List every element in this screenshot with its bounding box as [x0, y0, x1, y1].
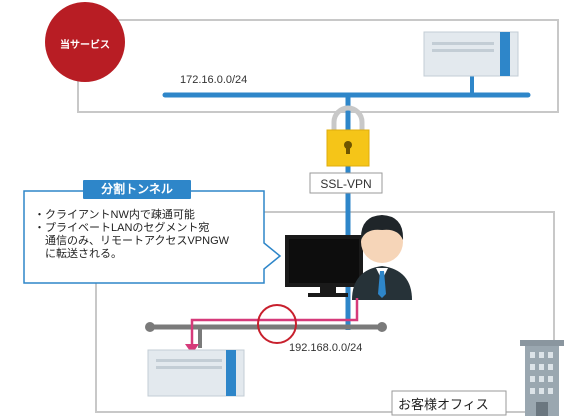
bottom-network-label: 192.168.0.0/24	[289, 342, 363, 354]
vpn-label-box	[309, 172, 383, 194]
office-label: お客様オフィス	[398, 397, 489, 412]
top-network-label: 172.16.0.0/24	[180, 74, 248, 86]
tunnel-description: ・クライアントNW内で疎通可能 ・プライベートLANのセグメント宛 通信のみ、リ…	[34, 209, 274, 261]
tunnel-line-3: 通信のみ、リモートアクセスVPNGW	[34, 235, 230, 247]
split-tunnel-route	[190, 298, 359, 348]
building-icon	[520, 340, 564, 416]
tunnel-callout-box	[23, 190, 282, 284]
tunnel-title: 分割トンネル	[83, 180, 191, 199]
tunnel-line-2: ・プライベートLANのセグメント宛	[34, 222, 210, 234]
user-icon	[352, 215, 412, 300]
service-server-icon	[423, 31, 519, 77]
lock-icon	[326, 105, 370, 167]
lan-end-left	[145, 322, 155, 332]
office-server-icon	[147, 349, 245, 397]
vpn-label: SSL-VPN	[320, 177, 372, 191]
route-arrowhead	[185, 344, 199, 354]
service-label: 当サービス	[60, 40, 110, 51]
monitor-icon	[285, 235, 363, 297]
service-circle	[45, 2, 125, 82]
lan-end-right	[377, 322, 387, 332]
tunnel-line-1: ・クライアントNW内で疎通可能	[34, 209, 195, 221]
office-label-box	[391, 390, 507, 416]
route-highlight-circle	[257, 304, 297, 344]
tunnel-line-4: に転送される。	[34, 248, 122, 260]
